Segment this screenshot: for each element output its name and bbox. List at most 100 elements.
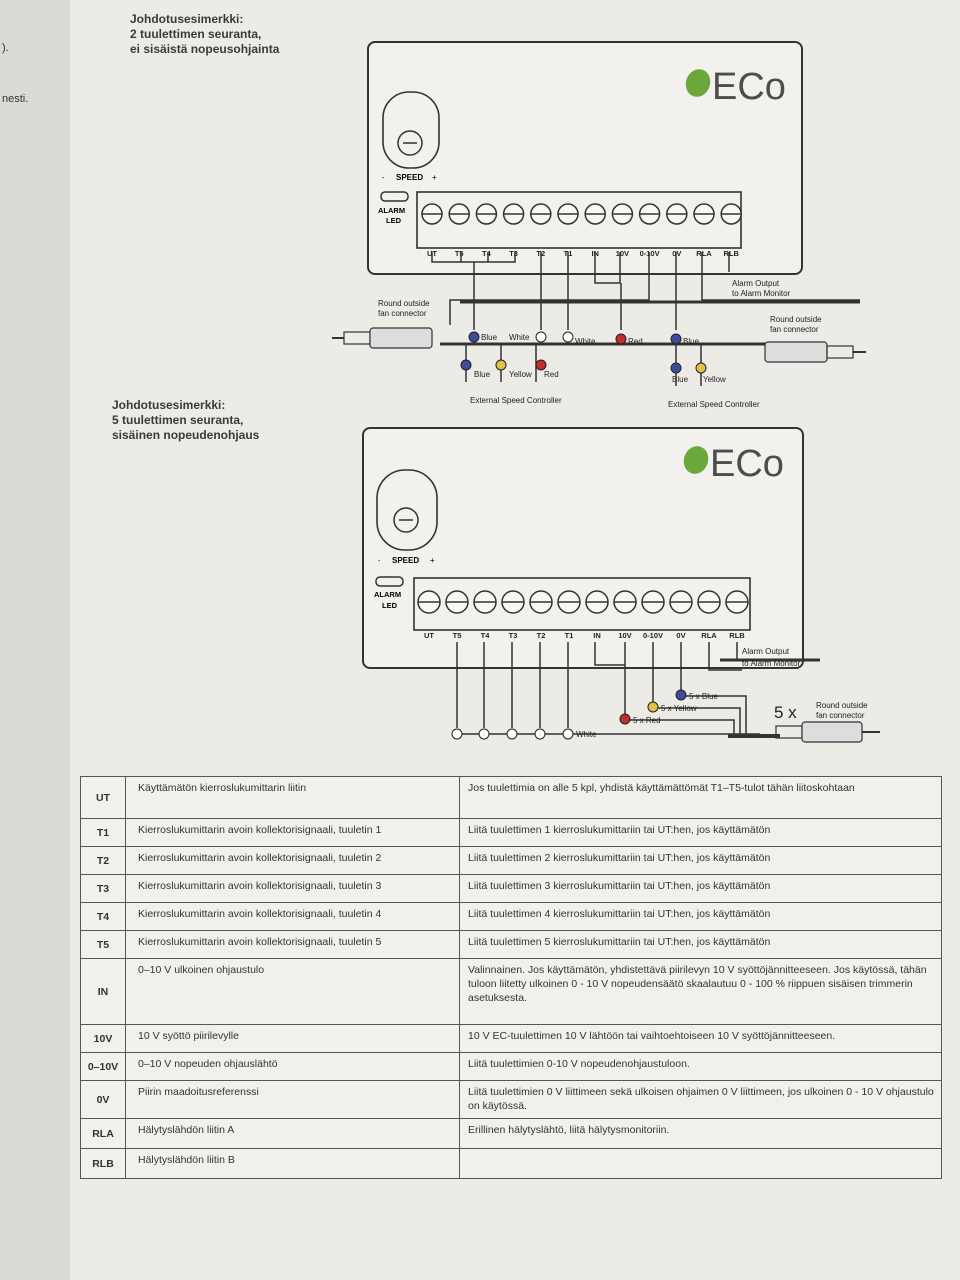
terminal-screws <box>421 203 742 225</box>
terminal-code: T4 <box>80 902 126 931</box>
terminal-code: T5 <box>80 930 126 959</box>
left-page-fragment: ). <box>2 42 9 54</box>
terminal-label: T1 <box>565 631 574 640</box>
speed-label: SPEED <box>396 173 423 182</box>
terminal-code: T3 <box>80 874 126 903</box>
speed-knob-housing <box>382 91 440 169</box>
led-label: LED <box>382 601 398 610</box>
terminal-description: 0–10 V nopeuden ohjauslähtö <box>125 1052 460 1081</box>
ext-controller-label: External Speed Controller <box>470 396 562 405</box>
example1-heading: Johdotusesimerkki: 2 tuulettimen seurant… <box>130 12 280 56</box>
terminal-label: UT <box>424 631 434 640</box>
ext-controller-label: External Speed Controller <box>668 400 760 409</box>
terminal-label: T4 <box>482 249 492 258</box>
terminal-description: 0–10 V ulkoinen ohjaustulo <box>125 958 460 1025</box>
wire-label: 5 x Yellow <box>661 704 697 713</box>
led-label: LED <box>386 216 402 225</box>
terminal-label: RLA <box>701 631 717 640</box>
alarm-output-label: Alarm Output <box>742 647 790 656</box>
example2-heading: Johdotusesimerkki: 5 tuulettimen seurant… <box>112 398 260 442</box>
alarm-label: ALARM <box>378 206 405 215</box>
red-wire-dot <box>619 713 631 725</box>
connector-count: 5 x <box>774 703 797 722</box>
terminal-notes: Liitä tuulettimen 3 kierroslukumittariin… <box>459 874 942 903</box>
terminal-label: 0-10V <box>643 631 663 640</box>
terminal-description: 10 V syöttö piirilevylle <box>125 1024 460 1053</box>
wire-label: White <box>576 730 597 739</box>
yellow-wire-dot <box>695 362 707 374</box>
terminal-notes: Liitä tuulettimen 1 kierroslukumittariin… <box>459 818 942 847</box>
wire-label: Blue <box>683 337 700 346</box>
fan-connector-right <box>764 341 866 363</box>
terminal-label: T5 <box>455 249 464 258</box>
terminal-label: 10V <box>618 631 631 640</box>
terminal-description: Kierroslukumittarin avoin kollektorisign… <box>125 930 460 959</box>
blue-wire-dot <box>460 359 472 371</box>
wire-label: Red <box>628 337 643 346</box>
terminal-label: RLB <box>729 631 745 640</box>
controller-box <box>362 427 804 669</box>
terminal-notes: Liitä tuulettimien 0 V liittimeen sekä u… <box>459 1080 942 1119</box>
terminal-label: T5 <box>453 631 462 640</box>
terminal-block <box>416 191 742 249</box>
blue-wire-dot <box>670 333 682 345</box>
blue-wire-dot <box>468 331 480 343</box>
white-wire-dot <box>534 728 546 740</box>
fan-connector-left <box>332 327 433 349</box>
speed-knob <box>393 507 419 533</box>
alarm-led <box>380 191 409 202</box>
terminal-code: T2 <box>80 846 126 875</box>
red-wire-dot <box>615 333 627 345</box>
wire-label: Red <box>544 370 559 379</box>
terminal-notes: Liitä tuulettimen 5 kierroslukumittariin… <box>459 930 942 959</box>
left-page-fragment: nesti. <box>2 93 29 105</box>
wire-label: Blue <box>672 375 689 384</box>
white-wire-dot <box>562 728 574 740</box>
terminal-block <box>413 577 751 631</box>
alarm-led <box>375 576 404 587</box>
terminal-notes: Liitä tuulettimen 4 kierroslukumittariin… <box>459 902 942 931</box>
eco-logo: ECo <box>683 443 784 485</box>
terminal-screws <box>417 590 749 614</box>
alarm-output-label: to Alarm Monitor <box>742 659 801 668</box>
speed-knob-housing <box>376 469 438 551</box>
connector-label: Round outside <box>770 315 822 324</box>
terminal-notes: Jos tuulettimia on alle 5 kpl, yhdistä k… <box>459 776 942 819</box>
terminal-code: RLB <box>80 1148 126 1179</box>
terminal-code: 0–10V <box>80 1052 126 1081</box>
wires <box>431 252 860 386</box>
terminal-code: RLA <box>80 1118 126 1149</box>
white-wire-dot <box>562 331 574 343</box>
terminal-label: RLB <box>723 249 739 258</box>
terminal-notes <box>459 1148 942 1179</box>
wire-label: Yellow <box>509 370 532 379</box>
terminal-notes: Liitä tuulettimien 0-10 V nopeudenohjaus… <box>459 1052 942 1081</box>
terminal-code: IN <box>80 958 126 1025</box>
terminal-code: UT <box>80 776 126 819</box>
terminal-description: Piirin maadoitusreferenssi <box>125 1080 460 1119</box>
leaf-icon <box>685 69 711 97</box>
terminal-label: T3 <box>509 631 518 640</box>
alarm-output-label: Alarm Output <box>732 279 780 288</box>
terminal-label: RLA <box>696 249 712 258</box>
yellow-wire-dot <box>495 359 507 371</box>
terminal-label: 0V <box>676 631 685 640</box>
leaf-icon <box>683 446 709 474</box>
logo-text: ECo <box>712 66 786 108</box>
terminal-description: Kierroslukumittarin avoin kollektorisign… <box>125 874 460 903</box>
terminal-label: T4 <box>481 631 491 640</box>
terminal-description: Hälytyslähdön liitin A <box>125 1118 460 1149</box>
yellow-wire-dot <box>647 701 659 713</box>
speed-label: SPEED <box>392 556 419 565</box>
blue-wire-dot <box>670 362 682 374</box>
alarm-output-label: to Alarm Monitor <box>732 289 791 298</box>
logo-text: ECo <box>710 443 784 485</box>
